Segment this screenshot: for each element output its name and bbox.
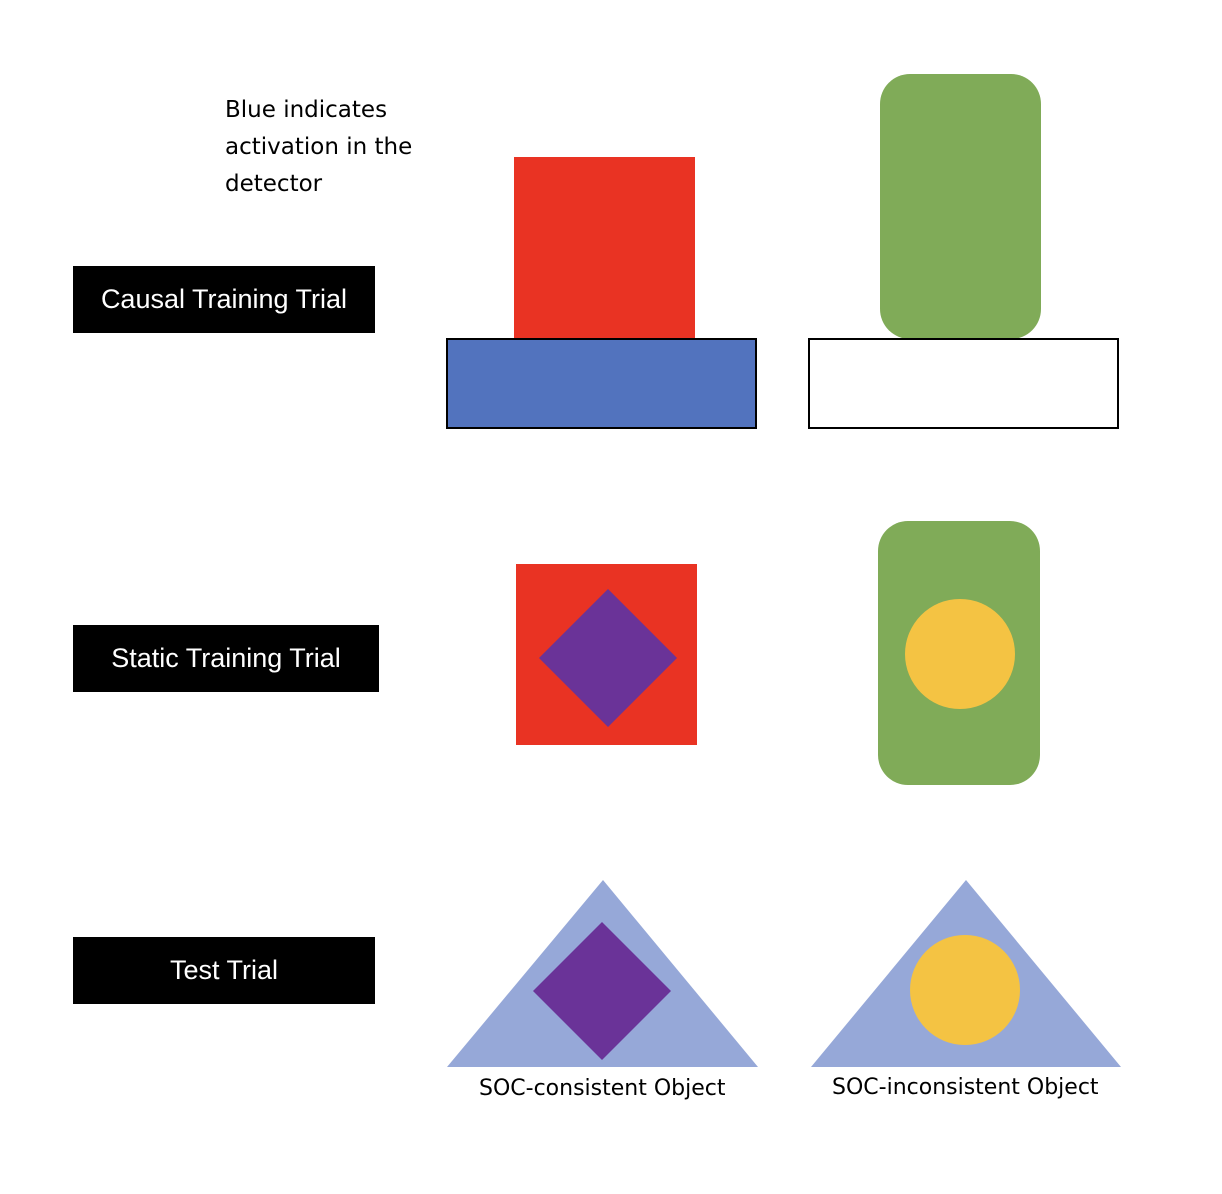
yellow-circle-marker (905, 599, 1015, 709)
row-label-static: Static Training Trial (73, 625, 379, 692)
purple-diamond-marker-test (533, 922, 671, 1060)
caption-soc-consistent: SOC-consistent Object (479, 1076, 726, 1101)
caption-soc-inconsistent: SOC-inconsistent Object (832, 1075, 1099, 1100)
legend-note-line-3: detector (225, 171, 323, 197)
legend-note: Blue indicates activation in the detecto… (225, 92, 485, 203)
red-square-block (514, 157, 695, 340)
green-rounded-block (880, 74, 1041, 339)
legend-note-line-1: Blue indicates (225, 97, 388, 123)
detector-inactive (808, 338, 1119, 429)
yellow-circle-marker-test (910, 935, 1020, 1045)
row-label-causal: Causal Training Trial (73, 266, 375, 333)
row-label-test: Test Trial (73, 937, 375, 1004)
purple-diamond-marker (539, 589, 677, 727)
detector-active (446, 338, 757, 429)
legend-note-line-2: activation in the (225, 134, 413, 160)
